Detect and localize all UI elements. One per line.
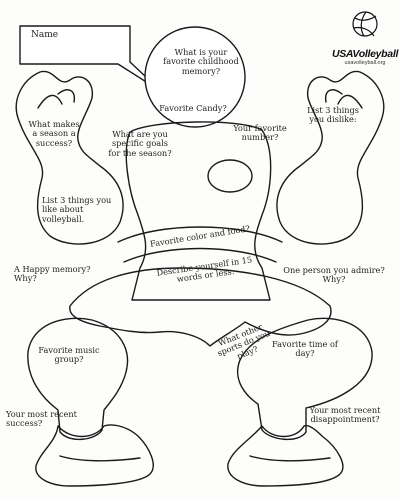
right-shoe-outline [227, 424, 344, 487]
right-arm-outline [276, 70, 385, 245]
prompt-favorite-candy: Favorite Candy? [159, 103, 227, 113]
prompt-happy-memory: A Happy memory? Why? [14, 264, 91, 284]
head-outline [144, 26, 246, 128]
prompt-music-group: Favorite music group? [38, 345, 100, 365]
number-circle [207, 159, 253, 193]
volleyball-logo-icon [352, 11, 378, 37]
left-leg-outline [27, 317, 129, 440]
prompt-childhood-memory: What is your favorite childhood memory? [163, 47, 239, 76]
left-arm-outline [15, 70, 124, 245]
prompt-admire: One person you admire? Why? [283, 265, 385, 285]
brand-url: usavolleyball.org [344, 60, 386, 66]
belt-arc-lower [123, 247, 277, 263]
prompt-three-dislikes: List 3 things you dislike: [307, 105, 359, 125]
shorts-outline [69, 267, 332, 347]
prompt-season-success: What makes a season a success? [28, 119, 80, 148]
prompt-recent-disappointment: Your most recent disappointment? [309, 405, 381, 425]
prompt-three-likes: List 3 things you like about volleyball. [42, 195, 112, 224]
prompt-favorite-number: Your favorite number? [233, 123, 287, 143]
prompt-specific-goals: What are you specific goals for the seas… [108, 129, 172, 158]
left-shoe-outline [35, 424, 154, 487]
right-leg-outline [237, 317, 373, 440]
prompt-time-of-day: Favorite time of day? [272, 339, 338, 359]
brand-wordmark: USAVolleyball [331, 48, 399, 60]
prompt-recent-success: Your most recent success? [6, 409, 77, 429]
name-label: Name [31, 30, 59, 40]
belt-arc-upper [117, 226, 283, 243]
torso-outline [125, 121, 272, 301]
